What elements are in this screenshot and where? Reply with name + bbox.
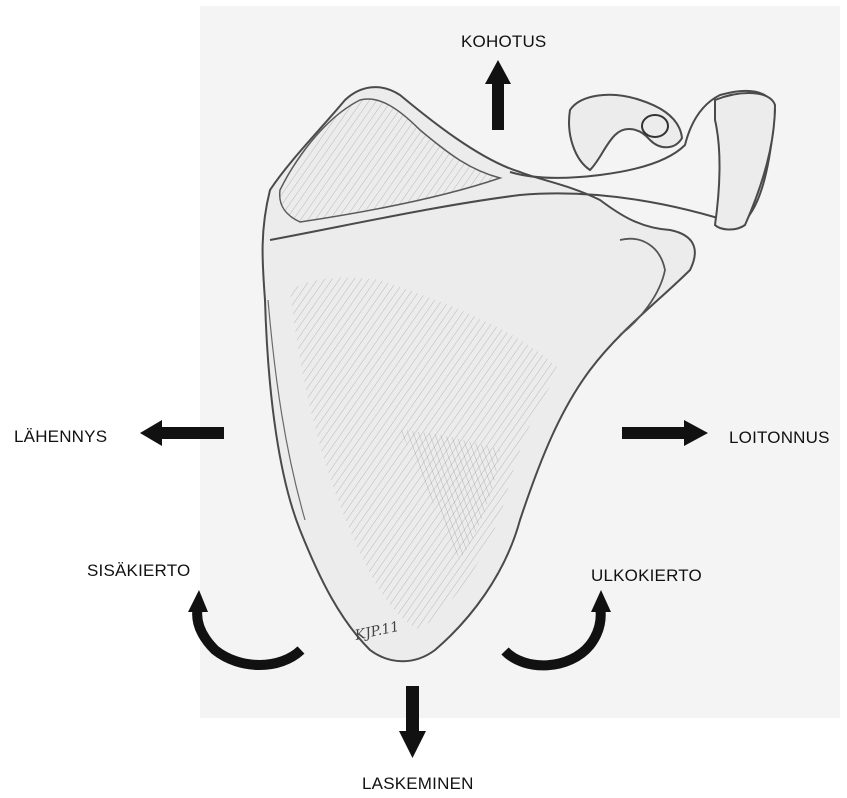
rotate-counterclockwise-icon bbox=[188, 590, 301, 665]
arrow-right-icon bbox=[622, 420, 708, 446]
label-external-rotation: ULKOKIERTO bbox=[591, 566, 702, 586]
label-elevation: KOHOTUS bbox=[461, 32, 546, 52]
arrow-up-icon bbox=[485, 60, 511, 130]
label-abduction: LOITONNUS bbox=[729, 428, 830, 448]
arrow-left-icon bbox=[140, 420, 224, 446]
label-internal-rotation: SISÄKIERTO bbox=[87, 561, 190, 581]
label-adduction: LÄHENNYS bbox=[14, 427, 107, 447]
label-depression: LASKEMINEN bbox=[362, 774, 474, 794]
acromion bbox=[715, 93, 775, 230]
rotate-clockwise-icon bbox=[505, 590, 611, 665]
arrow-down-icon bbox=[399, 686, 426, 758]
